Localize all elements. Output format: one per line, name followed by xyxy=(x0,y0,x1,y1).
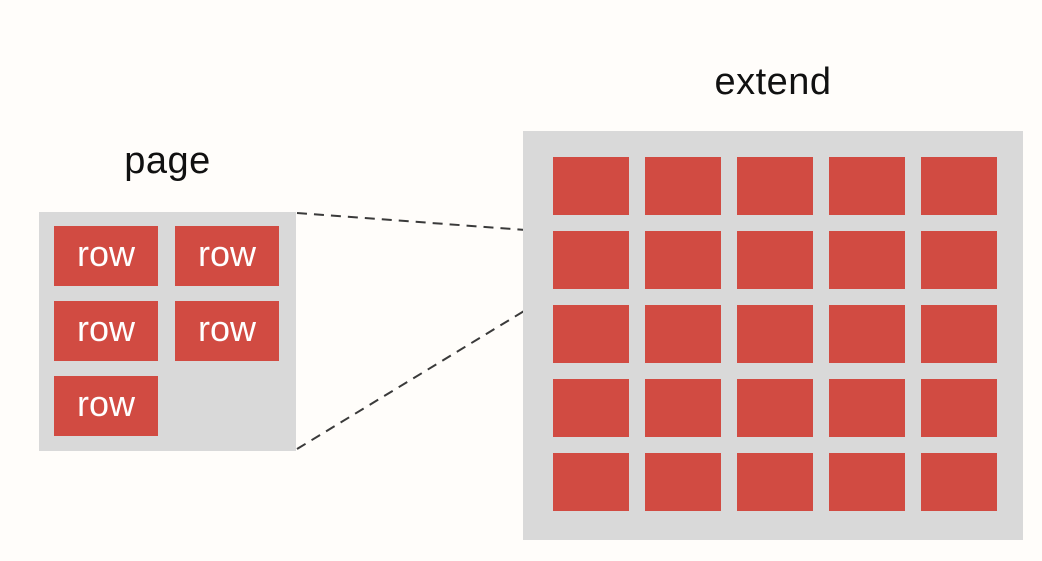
connector-line-bottom xyxy=(296,290,558,450)
extend-cell xyxy=(553,305,629,363)
extend-cell xyxy=(737,379,813,437)
extend-cell xyxy=(921,231,997,289)
extend-cell xyxy=(921,305,997,363)
extend-cell xyxy=(553,453,629,511)
extend-cell xyxy=(829,305,905,363)
extend-cell xyxy=(645,379,721,437)
extend-cell xyxy=(645,231,721,289)
connector-line-top xyxy=(296,212,554,233)
extend-cell xyxy=(737,305,813,363)
extend-cell xyxy=(829,231,905,289)
extend-title: extend xyxy=(714,61,832,103)
page-row-cell: row xyxy=(175,226,279,286)
extend-cell xyxy=(553,379,629,437)
extend-cell xyxy=(645,453,721,511)
page-row-cell: row xyxy=(175,301,279,361)
extend-cell xyxy=(829,379,905,437)
extend-cell xyxy=(645,157,721,215)
extend-cell xyxy=(645,305,721,363)
extend-cell xyxy=(737,157,813,215)
extend-cell xyxy=(553,157,629,215)
extend-panel xyxy=(523,131,1023,540)
extend-cell xyxy=(829,157,905,215)
page-title: page xyxy=(124,140,211,182)
page-row-cell: row xyxy=(54,376,158,436)
extend-cell xyxy=(737,231,813,289)
extend-cell xyxy=(921,379,997,437)
page-row-cell: row xyxy=(54,301,158,361)
extend-cell xyxy=(553,231,629,289)
extend-cell xyxy=(921,157,997,215)
extend-cell xyxy=(829,453,905,511)
page-row-cell: row xyxy=(54,226,158,286)
extend-cell xyxy=(737,453,813,511)
extend-cell xyxy=(921,453,997,511)
